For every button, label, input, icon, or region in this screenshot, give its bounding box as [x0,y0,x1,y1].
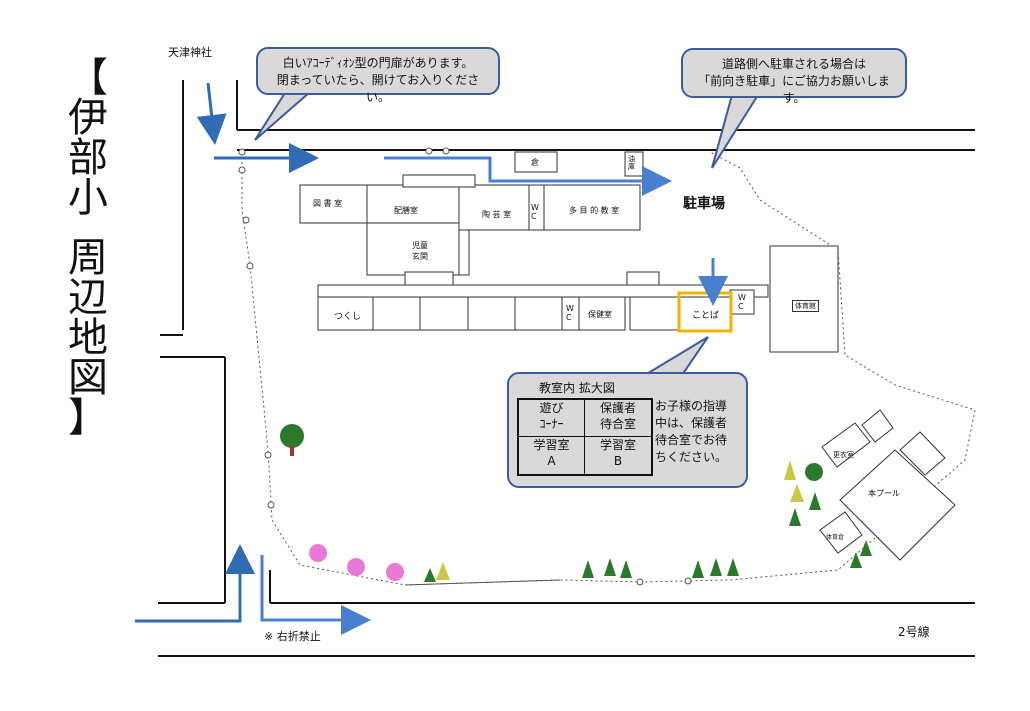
cell-play-corner: 遊び ｺｰﾅｰ [519,400,585,437]
room-layout-grid: 遊び ｺｰﾅｰ 保護者待合室 学習室 A 学習室 B [517,398,653,476]
cell-text: 待合室 [599,417,636,431]
changing-room [821,422,871,468]
title-char: 部 [68,135,108,181]
cell-text: 遊び [539,401,564,415]
arrow-from-left [135,544,255,623]
room-heading: 教室内 拡大図 [539,381,615,395]
cell-study-b: 学習室 B [585,437,651,474]
room-note: お子様の指導 中は、保護者 待合室でお待 ちください。 [655,398,727,466]
buildings [299,151,956,561]
gym [769,245,839,353]
bubble-room: 教室内 拡大図 遊び ｺｰﾅｰ 保護者待合室 学習室 A 学習室 B お子様の指導 中… [507,372,748,488]
bubble-gate: 白いｱｺｰﾃﾞｨｵﾝ型の門扉があります。 閉まっていたら、開けてお入りください。 [256,47,500,104]
room-2 [372,296,421,331]
trees [280,424,872,582]
stairs-lower [404,271,454,286]
cell-study-a: 学習室 A [519,437,585,474]
note-line: 中は、保護者 [655,416,728,430]
arrow-from-shrine [196,82,227,145]
room-store [514,151,558,173]
arrow-to-parking [384,156,672,196]
school-boundary [241,151,976,586]
room-7 [629,296,679,331]
note-line: ちください。 [655,450,728,464]
bubble-gate-line2: 閉まっていたら、開けてお入りください。 [276,73,480,104]
pool-wc [861,409,894,443]
room-health-label: 保健室 [588,310,612,319]
title-char: 辺 [68,275,108,321]
stairs-right [626,271,660,286]
title-char: 伊 [68,95,108,141]
tree-icon [280,424,304,456]
label-shrine: 天津神社 [168,46,212,59]
bubble-parking-line2: 「前向き駐車」にご協力お願いします。 [698,74,890,105]
title-char: 地 [68,315,108,361]
room-library [299,184,368,224]
room-wc-upper-label: W C [531,203,539,221]
title-char: 小 [68,175,108,221]
room-multipurpose [543,184,641,231]
cell-text: ｺｰﾅｰ [539,417,564,431]
fence-posts [238,147,692,586]
changing-room-label: 更衣室 [833,451,854,459]
title-char: 【 [68,55,108,101]
title-char: 図 [68,355,108,401]
room-4 [467,296,516,331]
title-char: 】 [68,395,108,441]
room-library-label: 図 書 室 [313,199,343,208]
note-line: 待合室でお待 [655,433,728,447]
room-health [578,296,626,331]
pool [839,449,956,561]
room-wc-gym [729,289,755,315]
tree-pink-icon [309,544,404,581]
corridor [458,229,470,276]
pe-store [819,511,863,554]
room-wc-gym-label: W C [738,293,746,311]
room-pottery-label: 陶 芸 室 [482,210,512,219]
cell-text: 学習室 [599,438,636,452]
arrow-exit [260,555,371,635]
bubble-parking: 道路側へ駐車される場合は 「前向き駐車」にご協力お願いします。 [681,48,907,105]
pe-store-label: 体育倉 [826,534,845,541]
room-oil-label: 油庫 [628,155,635,171]
room-prep-label: 配膳室 [394,206,418,215]
roads [158,80,975,657]
label-no-right-turn: ※ 右折禁止 [264,630,321,643]
tree-small-icons [424,460,872,582]
room-multi-label: 多 目 的 教 室 [569,206,620,215]
room-store-label: 倉 [531,158,539,167]
bubble-parking-line1: 道路側へ駐車される場合は [721,57,866,71]
room-5 [514,296,563,331]
map-title: 【 伊 部 小 周 辺 地 図 】 [58,58,118,438]
label-parking: 駐車場 [683,196,725,212]
pool-side [899,431,946,476]
cell-waiting: 保護者待合室 [585,400,651,437]
gym-label: 体育館 [792,300,819,312]
title-char: 周 [68,235,108,281]
corridor-main [317,284,769,298]
room-tsukushi [317,296,374,331]
cell-text: 保護者 [599,401,636,415]
stairs-upper [402,174,476,188]
room-tsukushi-label: つくし [334,312,362,322]
cell-text: 学習室 [533,438,570,452]
room-oil [624,151,644,177]
bubble-gate-line1: 白いｱｺｰﾃﾞｨｵﾝ型の門扉があります。 [282,56,474,70]
room-wc-lower-label: W C [566,304,574,322]
label-route2: 2号線 [898,625,930,639]
room-child-entrance-label: 児童 玄関 [412,241,428,261]
room-prep [366,184,460,224]
pool-label: 本プール [868,489,900,498]
note-line: お子様の指導 [655,399,728,413]
room-kotoba-label: ことば [692,311,720,321]
cell-text: B [613,454,623,468]
cell-text: A [547,454,556,468]
room-3 [419,296,469,331]
room-pottery [458,184,530,231]
route-arrows [135,82,728,635]
